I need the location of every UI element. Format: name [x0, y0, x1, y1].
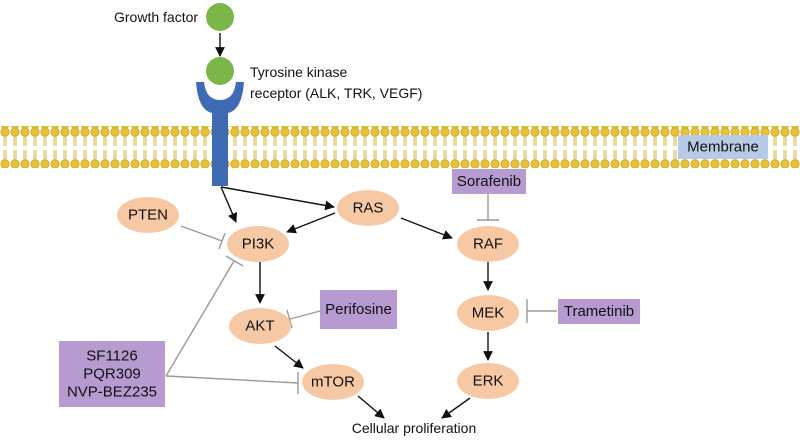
receptor-label-line1: Tyrosine kinase: [250, 64, 347, 80]
drug-pi3k-mtor-inhibitors: SF1126 PQR309 NVP-BEZ235: [59, 341, 165, 407]
svg-text:Sorafenib: Sorafenib: [457, 173, 521, 190]
node-ras: RAS: [337, 190, 399, 226]
arrow-erk-proliferation: [441, 397, 471, 419]
node-mek: MEK: [457, 295, 519, 331]
svg-text:PQR309: PQR309: [83, 366, 141, 383]
inhibit-dual-pi3k-mtor: [165, 255, 299, 394]
arrow-ras-raf: [400, 217, 453, 240]
arrow-receptor-ras: [220, 186, 335, 211]
membrane-band: [0, 126, 800, 168]
arrow-ras-pi3k: [286, 212, 336, 234]
inhibit-sorafenib-raf: [477, 193, 499, 221]
node-mtor: mTOR: [302, 364, 364, 400]
drug-trametinib: Trametinib: [558, 299, 640, 324]
svg-text:Trametinib: Trametinib: [564, 303, 634, 320]
svg-text:SF1126: SF1126: [86, 348, 137, 365]
svg-text:Perifosine: Perifosine: [325, 301, 392, 318]
bound-ligand: [206, 57, 234, 85]
node-raf: RAF: [457, 226, 519, 262]
svg-text:PI3K: PI3K: [242, 236, 275, 253]
growth-factor-label: Growth factor: [114, 9, 198, 25]
svg-text:MEK: MEK: [472, 305, 505, 322]
node-erk: ERK: [457, 363, 519, 399]
svg-text:mTOR: mTOR: [311, 374, 355, 391]
node-pi3k: PI3K: [227, 226, 289, 262]
drug-perifosine: Perifosine: [320, 290, 397, 329]
svg-text:NVP-BEZ235: NVP-BEZ235: [67, 384, 157, 401]
growth-factor-ligand: [206, 3, 234, 31]
svg-text:PTEN: PTEN: [128, 207, 168, 224]
arrow-mtor-proliferation: [357, 395, 385, 419]
inhibit-perifosine-akt: [286, 309, 321, 329]
node-pten: PTEN: [117, 197, 179, 233]
membrane-label-box: [678, 135, 768, 159]
cellular-proliferation-label: Cellular proliferation: [352, 420, 477, 436]
inhibit-pten-pi3k: [180, 225, 226, 250]
node-akt: AKT: [229, 308, 291, 344]
receptor-stem: [212, 100, 228, 186]
receptor-label-line2: receptor (ALK, TRK, VEGF): [250, 85, 422, 101]
svg-text:RAF: RAF: [473, 236, 503, 253]
arrow-akt-mtor: [274, 345, 304, 369]
membrane-label: Membrane: [687, 139, 759, 156]
arrow-receptor-pi3k: [220, 186, 238, 223]
svg-text:AKT: AKT: [245, 318, 274, 335]
svg-text:ERK: ERK: [473, 373, 504, 390]
receptor-head: [196, 82, 244, 113]
svg-text:RAS: RAS: [353, 200, 384, 217]
inhibit-trametinib-mek: [526, 299, 557, 323]
drug-sorafenib: Sorafenib: [452, 169, 526, 194]
